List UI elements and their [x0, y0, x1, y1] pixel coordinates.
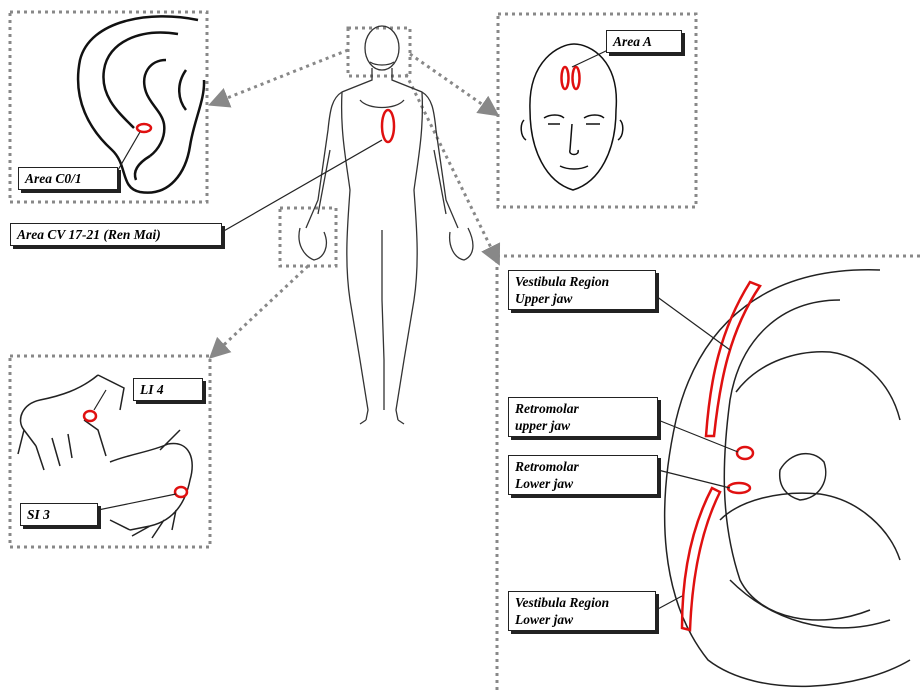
label-vest-lower: Vestibula Region Lower jaw — [508, 591, 656, 631]
leader-cv — [222, 140, 382, 232]
area-a-marker-left — [562, 67, 569, 89]
leader-vest-upper — [656, 296, 730, 350]
label-area-a: Area A — [606, 30, 682, 53]
leader-retro-lower — [658, 470, 730, 488]
dotted-arrows — [212, 50, 498, 356]
leader-c01 — [118, 132, 140, 170]
label-retro-lower: Retromolar Lower jaw — [508, 455, 658, 495]
arrow-to-mouth — [406, 74, 498, 262]
label-vest-upper-line2: Upper jaw — [515, 290, 649, 307]
dotted-frames — [10, 12, 921, 690]
label-vest-lower-line1: Vestibula Region — [515, 594, 649, 611]
label-vest-lower-line2: Lower jaw — [515, 611, 649, 628]
label-retro-upper-line1: Retromolar — [515, 400, 651, 417]
label-li4: LI 4 — [133, 378, 203, 401]
label-si3: SI 3 — [20, 503, 98, 526]
mouth-markers — [682, 282, 760, 630]
arrow-to-ear — [212, 50, 348, 104]
retro-lower-marker — [728, 483, 750, 493]
label-area-cv-text: Area CV 17-21 (Ren Mai) — [17, 226, 215, 243]
label-area-c01: Area C0/1 — [18, 167, 118, 190]
arrow-to-hands — [212, 266, 308, 356]
face-drawing — [521, 44, 623, 190]
label-si3-text: SI 3 — [27, 506, 91, 523]
label-area-c01-text: Area C0/1 — [25, 170, 111, 187]
si3-marker — [175, 487, 187, 497]
label-retro-lower-line1: Retromolar — [515, 458, 651, 475]
vest-upper-marker — [706, 282, 760, 436]
label-retro-upper: Retromolar upper jaw — [508, 397, 658, 437]
label-vest-upper: Vestibula Region Upper jaw — [508, 270, 656, 310]
leader-lines — [94, 50, 738, 610]
label-area-a-text: Area A — [613, 33, 675, 50]
label-retro-upper-line2: upper jaw — [515, 417, 651, 434]
head-focus-frame — [348, 28, 410, 76]
vest-lower-marker — [682, 488, 720, 630]
area-c01-marker — [137, 124, 151, 132]
area-cv-marker — [382, 110, 394, 142]
label-area-cv: Area CV 17-21 (Ren Mai) — [10, 223, 222, 246]
leader-si3 — [98, 494, 176, 510]
label-retro-lower-line2: Lower jaw — [515, 475, 651, 492]
mouth-drawing — [665, 270, 910, 687]
area-a-marker-right — [573, 67, 580, 89]
leader-li4 — [94, 390, 106, 410]
li4-marker — [84, 411, 96, 421]
label-vest-upper-line1: Vestibula Region — [515, 273, 649, 290]
label-li4-text: LI 4 — [140, 381, 196, 398]
retro-upper-marker — [737, 447, 753, 459]
body-drawing — [299, 26, 473, 424]
